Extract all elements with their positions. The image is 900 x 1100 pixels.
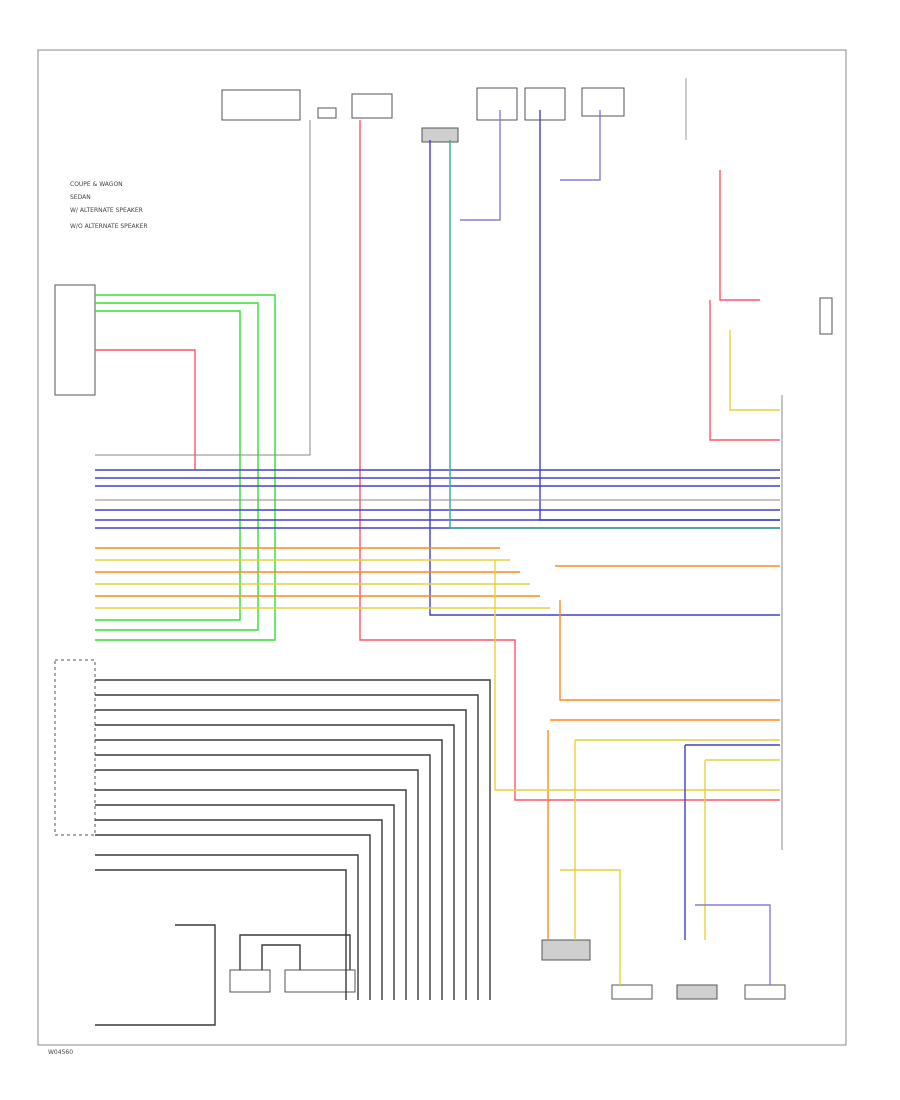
component-right-speaker — [819, 297, 833, 335]
wire-25 — [95, 754, 431, 1000]
wire-32 — [95, 869, 347, 1000]
legend: COUPE & WAGON SEDAN W/ ALTERNATE SPEAKER… — [70, 181, 148, 230]
wire-5 — [719, 170, 760, 301]
wire-35 — [261, 944, 301, 970]
component-mic — [317, 107, 337, 119]
wire-31 — [95, 854, 359, 1000]
wire-33 — [95, 924, 216, 1026]
wire-1 — [95, 302, 259, 631]
wire-24 — [95, 739, 443, 1000]
wire-20 — [95, 679, 491, 1000]
wire-34 — [239, 934, 351, 970]
component-bottom-speaker-3 — [676, 984, 718, 1000]
wire-6 — [709, 300, 780, 441]
component-bottom-speaker-1 — [541, 939, 591, 961]
legend-item-2: W/ ALTERNATE SPEAKER — [70, 207, 143, 214]
footer-code: W04560 — [48, 1049, 73, 1056]
wire-49 — [729, 330, 780, 411]
wire-16 — [560, 110, 601, 181]
diagram-frame — [37, 49, 847, 1046]
legend-item-1: SEDAN — [70, 194, 91, 201]
legend-item-3: W/O ALTERNATE SPEAKER — [70, 223, 148, 230]
wire-17 — [449, 140, 780, 529]
wire-23 — [95, 724, 455, 1000]
legend-item-0: COUPE & WAGON — [70, 181, 123, 188]
wire-27 — [95, 789, 407, 1000]
component-antenna — [229, 969, 271, 993]
component-bottom-speaker-2 — [611, 984, 653, 1000]
wire-29 — [95, 819, 383, 1000]
wire-0 — [95, 294, 276, 641]
wire-30 — [95, 834, 371, 1000]
wire-50 — [560, 869, 621, 985]
component-antenna-amp — [284, 969, 356, 993]
wire-15 — [460, 110, 501, 221]
wire-14 — [539, 110, 780, 521]
wire-55 — [695, 904, 771, 985]
wire-18 — [95, 120, 311, 456]
wire-2 — [95, 310, 241, 621]
component-speaker-3 — [524, 87, 566, 121]
component-left-module — [54, 284, 96, 396]
component-speaker-1 — [351, 93, 393, 119]
component-speaker-2 — [476, 87, 518, 121]
wire-4 — [359, 120, 780, 801]
component-bottom-speaker-4 — [744, 984, 786, 1000]
component-left-connector — [54, 659, 96, 836]
component-speaker-4 — [581, 87, 625, 117]
wire-43 — [559, 600, 780, 701]
wire-21 — [95, 694, 479, 1000]
component-front-speaker-amp — [421, 127, 459, 143]
wire-13 — [429, 140, 780, 616]
wire-22 — [95, 709, 467, 1000]
component-radio-top — [221, 89, 301, 121]
top-components — [221, 78, 687, 143]
wire-48 — [494, 560, 780, 791]
wire-3 — [95, 349, 196, 470]
wire-28 — [95, 804, 395, 1000]
wires — [95, 110, 783, 1026]
wire-26 — [95, 769, 419, 1000]
